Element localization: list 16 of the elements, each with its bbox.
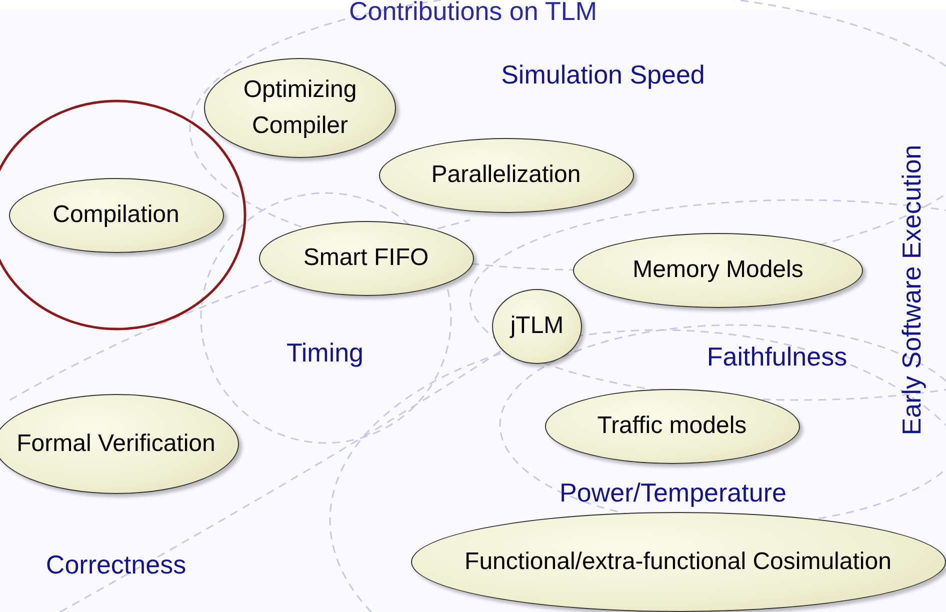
region-label: Correctness: [46, 550, 186, 580]
topic-label: jTLM: [510, 311, 564, 341]
topic-label: Memory Models: [632, 255, 804, 285]
topic-label: Compilation: [52, 200, 180, 230]
topic-label: Formal Verification: [16, 429, 216, 459]
region-label: Power/Temperature: [560, 478, 786, 508]
region-label: Faithfulness: [706, 342, 848, 372]
topic-label: Traffic models: [597, 411, 747, 441]
region-label: Early Software Execution: [896, 144, 928, 436]
topic-label: Smart FIFO: [303, 243, 429, 273]
diagram-title: Contributions on TLM: [348, 0, 598, 27]
region-label: Simulation Speed: [501, 60, 705, 90]
topic-label: Parallelization: [431, 160, 581, 190]
region-label: Timing: [286, 338, 364, 368]
topic-label: Functional/extra-functional Cosimulation: [464, 547, 892, 577]
topic-label: Optimizing Compiler: [242, 75, 358, 141]
